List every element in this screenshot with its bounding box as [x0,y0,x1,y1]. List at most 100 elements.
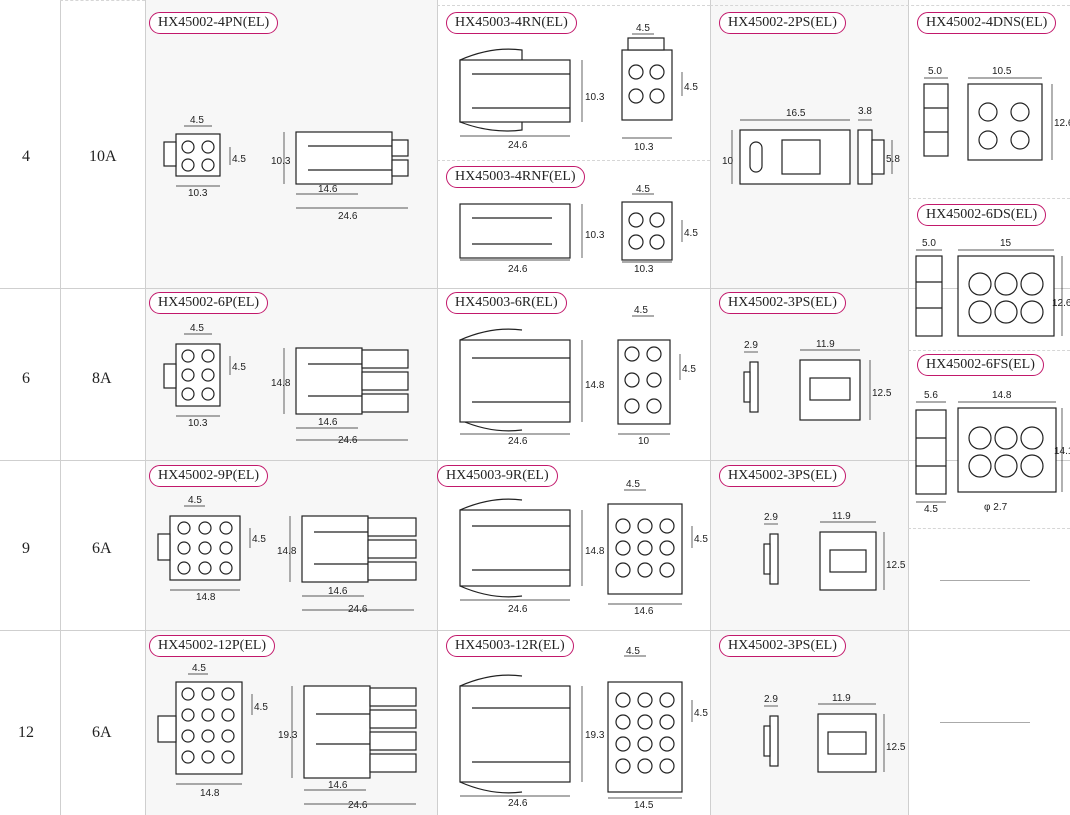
dim-label: 11.9 [832,511,851,522]
dim-label: 2.9 [764,694,778,705]
dim-label: 24.6 [348,800,368,811]
dim-label: 11.9 [816,339,835,350]
dim-label: 10 [638,436,650,447]
dim-label: 14.6 [328,780,348,791]
part-tag: HX45002-3PS(EL) [719,292,846,314]
ps3-drawing: 2.9 11.9 12.5 [763,511,906,591]
dim-label: 5.6 [924,390,938,401]
receptacle-4pin-drawing: 24.6 10.3 4.5 4.5 10.3 [459,23,698,153]
dim-label: 4.5 [192,663,206,674]
dim-label: 12.5 [886,742,906,753]
part-tag: HX45002-3PS(EL) [719,465,846,487]
dim-label: 24.6 [348,604,368,615]
dim-label: 10.3 [271,156,291,167]
dim-label: 2.9 [764,512,778,523]
dim-label: 2.9 [744,340,758,351]
dim-label: 24.6 [338,435,358,446]
dim-label: 14.8 [200,788,220,799]
part-tag: HX45002-9P(EL) [149,465,269,487]
part-tag: HX45003-4RNF(EL) [446,166,585,188]
dim-label: 14.8 [271,378,291,389]
dim-label: 4.5 [232,154,246,165]
dim-label: 4.5 [684,82,698,93]
dim-label: 10.3 [585,92,605,103]
dim-label: 14.5 [634,800,654,811]
part-tag: HX45002-4PN(EL) [149,12,279,34]
dim-label: 10.3 [634,142,654,153]
ps3-drawing: 2.9 11.9 12.5 [743,339,892,421]
dim-label: 5.0 [928,66,942,77]
current-rating: 10A [89,148,117,165]
dim-label: 4.5 [254,702,268,713]
dim-label: 14.6 [318,417,338,428]
part-tag: HX45002-6P(EL) [149,292,269,314]
dim-label: 4.5 [626,646,640,657]
dim-label: 14.8 [585,546,605,557]
fs6-drawing: 5.6 14.8 14.1 4.5 φ 2.7 [915,390,1070,515]
dim-label: 4.5 [684,228,698,239]
dim-label: 24.6 [508,140,528,151]
dim-label: φ 2.7 [984,502,1008,513]
dim-label: 10.5 [992,66,1012,77]
part-tag: HX45002-3PS(EL) [719,635,846,657]
ps3-drawing: 2.9 11.9 12.5 [763,693,906,773]
ds6-drawing: 5.0 15 12.6 [915,238,1070,337]
pin-count: 6 [22,370,30,387]
dim-label: 4.5 [694,534,708,545]
dim-label: 4.5 [924,504,938,515]
dim-label: 4.5 [232,362,246,373]
dim-label: 4.5 [682,364,696,375]
dim-label: 10 [722,156,734,167]
receptacle-9pin-drawing: 24.6 14.8 4.5 4.5 14.6 [459,479,708,617]
part-tag: HX45002-2PS(EL) [719,12,846,34]
dim-label: 14.1 [1054,446,1070,457]
dim-label: 14.6 [318,184,338,195]
dim-label: 3.8 [858,106,872,117]
part-tag: HX45003-12R(EL) [446,635,574,657]
dim-label: 12.5 [872,388,892,399]
receptacle-6pin-drawing: 24.6 14.8 4.5 4.5 10 [459,305,696,447]
plug-6pin-drawing: 4.5 4.5 10.3 14.8 14.6 24.6 [163,323,409,446]
dim-label: 24.6 [508,604,528,615]
dim-label: 5.0 [922,238,936,249]
current-rating: 8A [92,370,112,387]
pin-count: 9 [22,540,30,557]
dim-label: 24.6 [508,798,528,809]
dim-label: 4.5 [252,534,266,545]
plug-4pin-drawing: 4.5 4.5 10.3 10.3 14.6 24.6 [163,115,409,222]
plug-9pin-drawing: 4.5 4.5 14.8 14.8 14.6 24.6 [157,495,417,615]
dim-label: 4.5 [636,23,650,34]
empty-cell-bar [940,722,1030,723]
dim-label: 4.5 [188,495,202,506]
dim-label: 24.6 [338,211,358,222]
ds4-drawing: 5.0 10.5 12.6 [923,66,1070,161]
part-tag: HX45003-9R(EL) [437,465,558,487]
dim-label: 4.5 [694,708,708,719]
dim-label: 14.8 [277,546,297,557]
empty-cell-bar [940,580,1030,581]
part-tag: HX45002-6FS(EL) [917,354,1044,376]
part-tag: HX45002-6DS(EL) [917,204,1047,226]
current-rating: 6A [92,540,112,557]
dim-label: 24.6 [508,436,528,447]
dim-label: 12.6 [1054,118,1070,129]
receptacle-4pin-f-drawing: 24.6 10.3 4.5 4.5 10.3 [459,184,698,275]
dim-label: 10.3 [634,264,654,275]
dim-label: 10.3 [188,188,208,199]
dim-label: 10.3 [585,230,605,241]
dim-label: 14.8 [585,380,605,391]
dim-label: 14.8 [196,592,216,603]
dim-label: 12.5 [886,560,906,571]
dim-label: 16.5 [786,108,806,119]
part-tag: HX45003-4RN(EL) [446,12,577,34]
dim-label: 19.3 [278,730,298,741]
dim-label: 4.5 [636,184,650,195]
dim-label: 14.6 [328,586,348,597]
pin-count: 4 [22,148,30,165]
dim-label: 12.6 [1052,298,1070,309]
part-tag: HX45002-4DNS(EL) [917,12,1057,34]
pin-count: 12 [18,724,34,741]
dim-label: 4.5 [190,323,204,334]
dim-label: 11.9 [832,693,851,704]
dim-label: 14.8 [992,390,1012,401]
